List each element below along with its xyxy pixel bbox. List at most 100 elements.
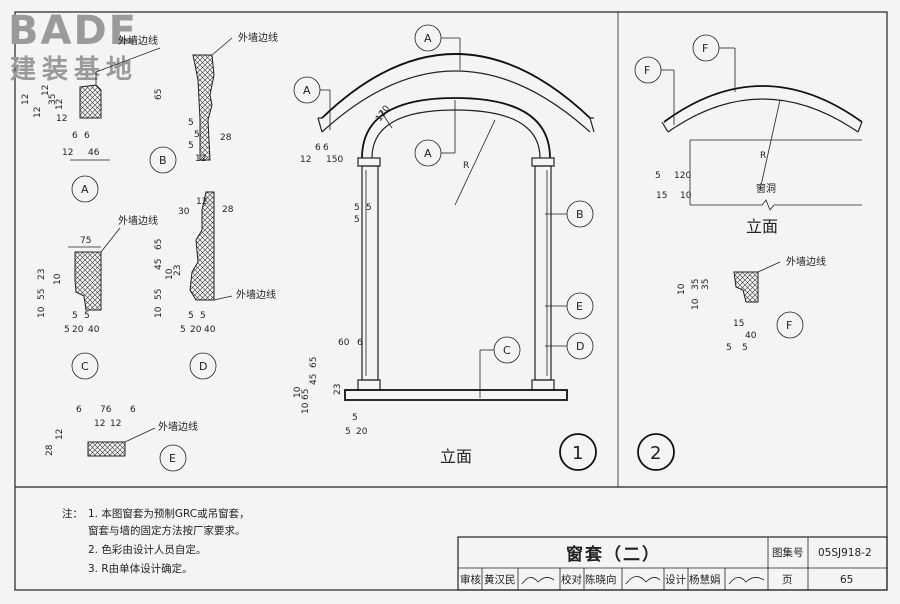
section-d: 外墙边线 30 12 28 65 45 23 10 55 10 5 5 5 20… xyxy=(154,191,276,380)
elevation-1: R 120 A A A B E C D 12 6 6 150 5 5 5 60 … xyxy=(293,24,597,471)
svg-text:5: 5 xyxy=(354,215,360,225)
svg-text:35: 35 xyxy=(691,279,701,290)
svg-text:10: 10 xyxy=(37,306,47,318)
designer-signature xyxy=(728,577,765,585)
section-a: 外墙边线 12 12 12 35 12 6 6 12 12 46 A xyxy=(21,34,161,203)
svg-text:20: 20 xyxy=(190,325,202,335)
left-capital xyxy=(357,157,381,167)
reviewer-name: 黄汉民 xyxy=(484,573,516,586)
svg-text:55: 55 xyxy=(37,289,47,300)
note-2: 2. 色彩由设计人员自定。 xyxy=(88,543,206,556)
svg-text:35: 35 xyxy=(701,279,711,290)
section-f-tag: F xyxy=(786,319,792,332)
svg-text:5: 5 xyxy=(194,130,200,140)
svg-text:A: A xyxy=(424,147,432,160)
svg-text:28: 28 xyxy=(45,444,55,456)
note-1b: 窗套与墙的固定方法按厂家要求。 xyxy=(88,524,246,537)
svg-text:5: 5 xyxy=(84,311,90,321)
svg-text:10: 10 xyxy=(293,386,303,398)
brand-logo: BADE 建装基地 xyxy=(8,8,138,85)
svg-text:C: C xyxy=(503,344,511,357)
svg-text:10: 10 xyxy=(53,273,63,285)
section-c-wall-label: 外墙边线 xyxy=(118,214,158,227)
svg-text:28: 28 xyxy=(220,133,232,143)
svg-text:23: 23 xyxy=(173,265,183,276)
svg-text:5: 5 xyxy=(726,343,732,353)
svg-text:12: 12 xyxy=(21,94,31,105)
right-capital xyxy=(531,157,555,167)
check-label: 校对 xyxy=(561,573,582,586)
svg-text:6: 6 xyxy=(323,143,329,153)
checker-name: 陈晓向 xyxy=(585,573,617,586)
elevation-2-number: 2 xyxy=(650,443,661,464)
svg-text:5: 5 xyxy=(188,141,194,151)
section-f-wall-label: 外墙边线 xyxy=(786,255,826,268)
svg-text:R: R xyxy=(760,151,766,161)
svg-text:F: F xyxy=(644,64,650,77)
svg-text:65: 65 xyxy=(154,239,164,250)
outer-arch-bottom xyxy=(321,70,591,133)
svg-text:20: 20 xyxy=(356,427,368,437)
page-label: 页 xyxy=(782,574,793,586)
svg-text:12: 12 xyxy=(55,429,65,440)
section-a-wall-label: 外墙边线 xyxy=(118,34,158,47)
note-3: 3. R由单体设计确定。 xyxy=(88,562,193,575)
svg-text:12: 12 xyxy=(56,114,67,124)
inner-arch-outer xyxy=(361,97,551,159)
reviewer-signature xyxy=(521,577,555,585)
svg-text:10: 10 xyxy=(691,298,701,310)
section-c-leader xyxy=(100,227,121,253)
svg-text:65: 65 xyxy=(309,357,319,368)
window-sill xyxy=(344,389,568,401)
svg-text:150: 150 xyxy=(326,155,343,165)
svg-text:15: 15 xyxy=(733,319,744,329)
svg-text:10: 10 xyxy=(301,402,311,414)
svg-text:5: 5 xyxy=(180,325,186,335)
svg-text:5: 5 xyxy=(72,311,78,321)
section-b-leader xyxy=(211,37,233,56)
section-d-wall-label: 外墙边线 xyxy=(236,288,276,301)
arch2-top xyxy=(663,85,863,123)
section-d-marker xyxy=(189,352,217,380)
svg-text:5: 5 xyxy=(200,311,206,321)
section-d-tag: D xyxy=(199,360,207,373)
section-e-leader xyxy=(124,427,156,443)
svg-text:35: 35 xyxy=(48,94,58,105)
svg-text:12: 12 xyxy=(33,107,43,118)
svg-text:6: 6 xyxy=(72,131,78,141)
brand-logo-text: BADE xyxy=(8,8,138,54)
sheet-border xyxy=(14,11,888,591)
section-c: 外墙边线 75 23 10 55 10 5 5 5 20 40 C xyxy=(37,214,158,380)
svg-text:5: 5 xyxy=(352,413,358,423)
section-a-leader xyxy=(95,47,161,73)
svg-text:45: 45 xyxy=(309,374,319,385)
left-pilaster xyxy=(361,165,379,381)
inner-arch-inner xyxy=(371,109,541,159)
section-f: 外墙边线 10 35 10 35 15 5 5 40 F xyxy=(677,255,826,353)
left-base xyxy=(357,379,381,391)
svg-text:28: 28 xyxy=(222,205,234,215)
section-e-wall-label: 外墙边线 xyxy=(158,420,198,433)
section-a-tag: A xyxy=(81,183,89,196)
svg-text:60: 60 xyxy=(338,338,350,348)
outer-arch-top xyxy=(321,53,591,119)
section-c-tag: C xyxy=(81,360,89,373)
svg-text:E: E xyxy=(576,300,583,313)
elevation-2-number-circle xyxy=(637,433,675,471)
svg-text:23: 23 xyxy=(333,384,343,395)
svg-text:10: 10 xyxy=(154,306,164,318)
radius-line xyxy=(454,119,496,206)
atlas-number: 05SJ918-2 xyxy=(818,547,872,559)
svg-text:10: 10 xyxy=(165,268,175,280)
review-label: 审核 xyxy=(460,573,481,586)
section-e-profile xyxy=(87,441,126,457)
section-c-profile xyxy=(74,251,102,311)
right-base xyxy=(531,379,555,391)
page-number: 65 xyxy=(840,574,853,586)
right-pilaster xyxy=(534,165,552,381)
svg-text:12: 12 xyxy=(55,99,65,110)
svg-text:40: 40 xyxy=(204,325,216,335)
atlas-label: 图集号 xyxy=(772,546,804,559)
svg-text:12: 12 xyxy=(41,85,51,96)
window-opening-label: 窗洞 xyxy=(756,182,776,195)
